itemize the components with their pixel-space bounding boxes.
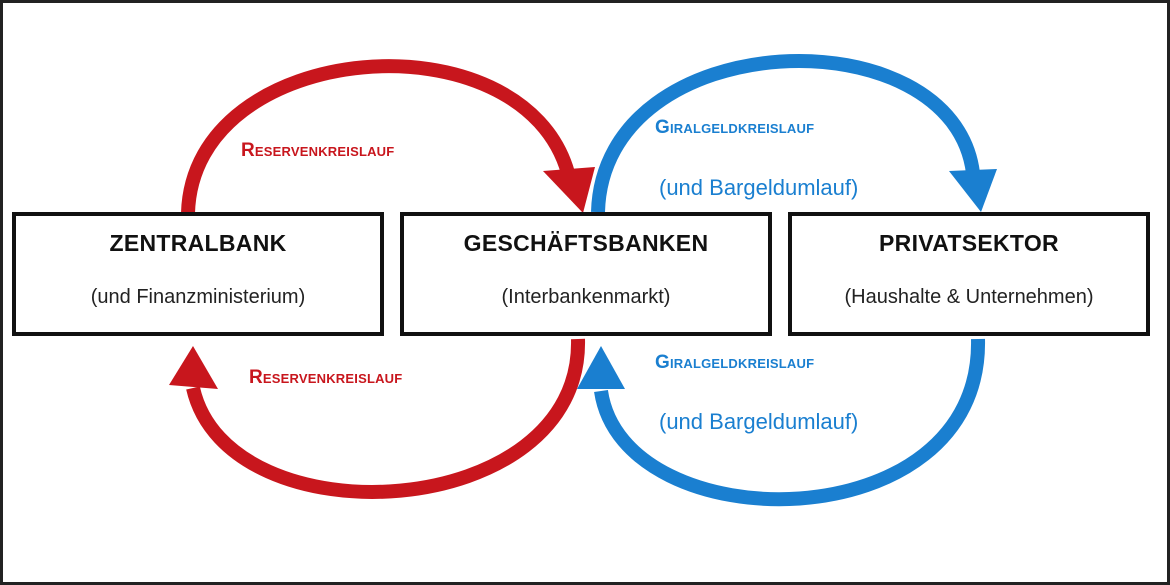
geschaeftsbanken-subtitle: (Interbankenmarkt) [501, 286, 671, 308]
zentralbank-box: ZENTRALBANK (und Finanzministerium) [12, 212, 384, 336]
giral-label-top: Giralgeldkreislauf [655, 117, 815, 138]
geschaeftsbanken-box: GESCHÄFTSBANKEN (Interbankenmarkt) [400, 212, 772, 336]
zentralbank-title: ZENTRALBANK [109, 230, 287, 256]
giral-sublabel-bottom: (und Bargeldumlauf) [659, 409, 859, 434]
reserve-arrow-bottom [186, 338, 586, 499]
giral-sublabel-top: (und Bargeldumlauf) [659, 175, 859, 200]
giral-arrowhead-bottom [577, 346, 625, 389]
privatsektor-title: PRIVATSEKTOR [879, 230, 1059, 256]
privatsektor-box: PRIVATSEKTOR (Haushalte & Unternehmen) [788, 212, 1150, 336]
giral-label-bottom: Giralgeldkreislauf [655, 352, 815, 373]
reserve-arrowhead-top [543, 167, 595, 213]
reserve-arrow-top [181, 59, 575, 214]
zentralbank-subtitle: (und Finanzministerium) [90, 286, 306, 308]
reserve-label-bottom: Reservenkreislauf [249, 367, 403, 388]
geschaeftsbanken-title: GESCHÄFTSBANKEN [463, 230, 709, 256]
giral-arrowhead-top [949, 169, 997, 212]
privatsektor-subtitle: (Haushalte & Unternehmen) [844, 286, 1094, 308]
reserve-arrowhead-bottom [169, 346, 218, 389]
reserve-label-top: Reservenkreislauf [241, 140, 395, 161]
flow-arrows [169, 54, 997, 507]
giral-arrow-top [591, 54, 980, 213]
giral-arrow-bottom [594, 338, 986, 507]
